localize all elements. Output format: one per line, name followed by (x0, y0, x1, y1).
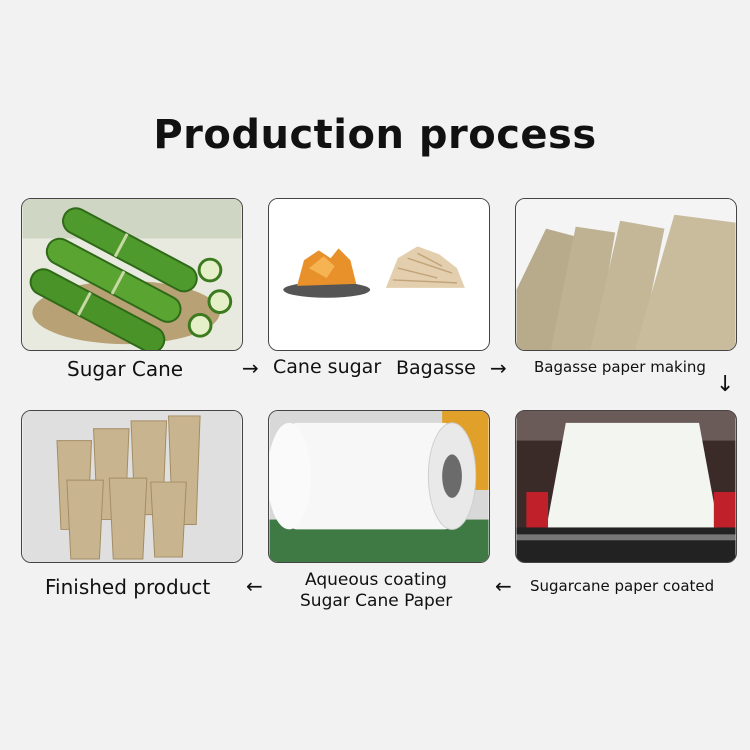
label-cane-sugar: Cane sugar (273, 356, 382, 378)
label-aqueous-coating: Aqueous coating (305, 570, 447, 590)
coating-machine-image (515, 410, 737, 563)
finished-cups-image (21, 410, 243, 563)
arrow-left-icon: ← (495, 574, 512, 598)
label-sugar-cane: Sugar Cane (67, 357, 184, 381)
label-finished-product: Finished product (45, 575, 211, 599)
label-sugarcane-paper-coated: Sugarcane paper coated (530, 577, 715, 595)
label-sugar-cane-paper: Sugar Cane Paper (300, 591, 453, 611)
arrow-right-icon: → (242, 356, 259, 380)
arrow-right-icon: → (490, 356, 507, 380)
arrow-left-icon: ← (246, 574, 263, 598)
paper-roll-image (268, 410, 490, 563)
bagasse-paper-image (515, 198, 737, 351)
page-title: Production process (153, 112, 597, 158)
cane-sugar-bagasse-image (268, 198, 490, 351)
label-bagasse-paper-making: Bagasse paper making (534, 358, 706, 376)
label-bagasse: Bagasse (396, 357, 476, 379)
sugar-cane-image (21, 198, 243, 351)
arrow-down-icon: ↓ (716, 372, 735, 397)
